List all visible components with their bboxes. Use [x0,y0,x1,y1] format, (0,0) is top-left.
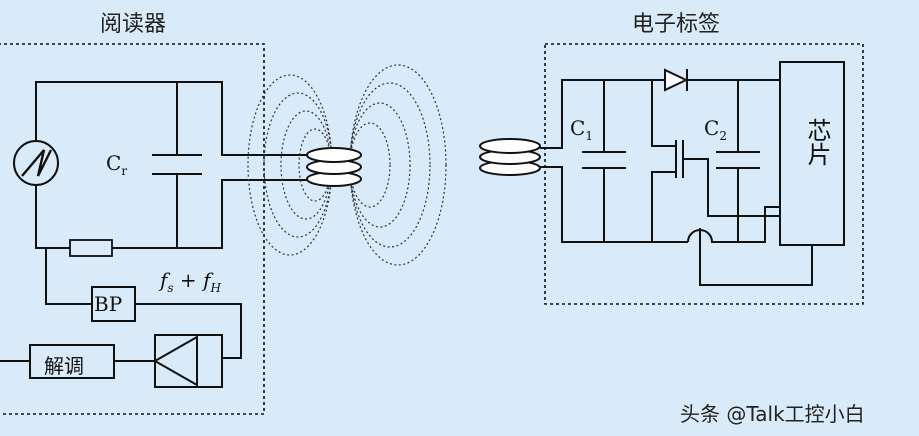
bp-input-wire [45,248,92,305]
tag-top-wire [540,79,665,149]
reader-title: 阅读器 [100,12,167,37]
mosfet-source-wire [651,171,676,242]
watermark: 头条 @Talk工控小白 [680,402,865,426]
tag-antenna-coil [479,138,541,176]
tag-bottom-bus [687,206,780,243]
mosfet-drain-wire [651,80,676,147]
tag-bottom-wire [540,166,688,243]
rectifier-diode-icon [664,68,689,92]
chip-label: 芯片 [803,118,831,166]
demodulator-label: 解调 [44,354,84,378]
ac-source [13,140,59,186]
c2-capacitor-label: C2 [704,116,727,143]
reader-boundary [0,43,265,415]
frequency-label: fs + fH [160,268,221,295]
cr-capacitor-label: Cr [106,151,128,178]
sense-resistor [69,239,113,257]
reader-wire-top [35,81,310,156]
ac-source-wave-icon [21,149,53,177]
bandpass-filter-label: BP [94,292,123,316]
tag-title: 电子标签 [632,12,721,37]
reader-wire-bottom [35,186,70,249]
bp-output-wire [135,303,242,359]
mosfet-gate-wire [683,158,780,217]
amplifier-triangle-icon [152,335,198,387]
c1-capacitor-label: C1 [570,116,593,143]
tag-boundary [544,43,864,305]
chip-feedback-wire [699,228,813,286]
reader-wire-bottom-right [112,179,310,249]
reader-antenna-coil [306,147,362,187]
